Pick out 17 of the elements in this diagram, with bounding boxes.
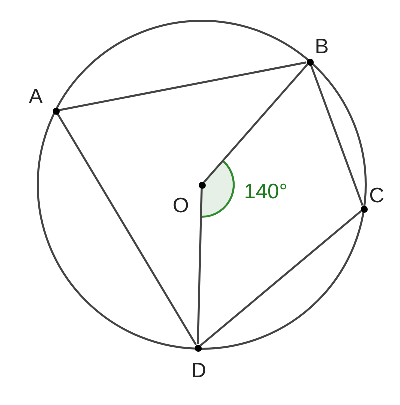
point (194, 344, 202, 352)
line-segment (204, 64, 308, 184)
point (306, 58, 314, 66)
line-segment (56, 113, 198, 346)
point-label: A (29, 86, 43, 108)
point (360, 206, 368, 212)
angle-label: 140° (244, 182, 288, 202)
line-segment (59, 62, 307, 112)
line-segment (200, 210, 362, 347)
point-label: O (172, 196, 190, 216)
point-label: D (191, 360, 207, 382)
point (52, 108, 60, 114)
line-segment (197, 188, 203, 345)
point-label: C (369, 186, 385, 206)
point-label: B (315, 36, 329, 58)
point (198, 182, 206, 188)
line-segment (310, 64, 364, 206)
